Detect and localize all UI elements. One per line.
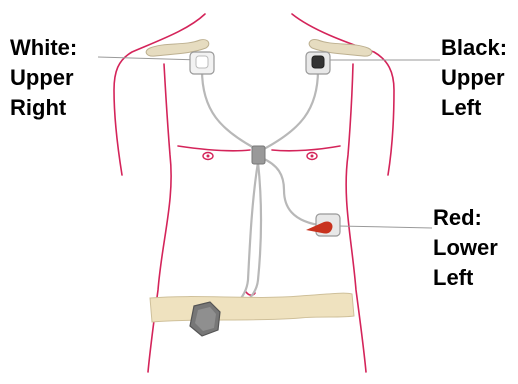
- wire-white: [202, 70, 258, 150]
- lead-wires: [202, 70, 325, 320]
- electrode-black-icon: [306, 52, 330, 74]
- label-red-line1: Red:: [433, 203, 498, 233]
- label-red-line3: Left: [433, 263, 498, 293]
- right-shoulder-outline: [114, 14, 205, 175]
- label-white-upper-right: White: Upper Right: [10, 33, 77, 123]
- leader-white: [98, 57, 200, 60]
- label-red-lower-left: Red: Lower Left: [433, 203, 498, 293]
- label-black-line1: Black:: [441, 33, 507, 63]
- label-black-upper-left: Black: Upper Left: [441, 33, 507, 123]
- wire-red: [262, 158, 325, 226]
- electrode-white-icon: [190, 52, 214, 74]
- holter-recorder-icon: [190, 302, 220, 336]
- chest-line-left: [178, 146, 250, 151]
- cable-junction-icon: [252, 146, 265, 164]
- label-white-line2: Upper: [10, 63, 77, 93]
- chest-line-right: [272, 146, 340, 151]
- leader-red: [338, 226, 432, 228]
- electrode-red-icon: [306, 214, 340, 236]
- waist-belt-icon: [150, 293, 354, 322]
- wire-black: [262, 70, 318, 150]
- right-flank-outline: [148, 64, 171, 372]
- label-white-line3: Right: [10, 93, 77, 123]
- label-black-line3: Left: [441, 93, 507, 123]
- leader-lines: [98, 57, 440, 228]
- trunk-cable-2: [210, 162, 261, 320]
- left-flank-outline: [346, 64, 366, 372]
- label-red-line2: Lower: [433, 233, 498, 263]
- label-black-line2: Upper: [441, 63, 507, 93]
- label-white-line1: White:: [10, 33, 77, 63]
